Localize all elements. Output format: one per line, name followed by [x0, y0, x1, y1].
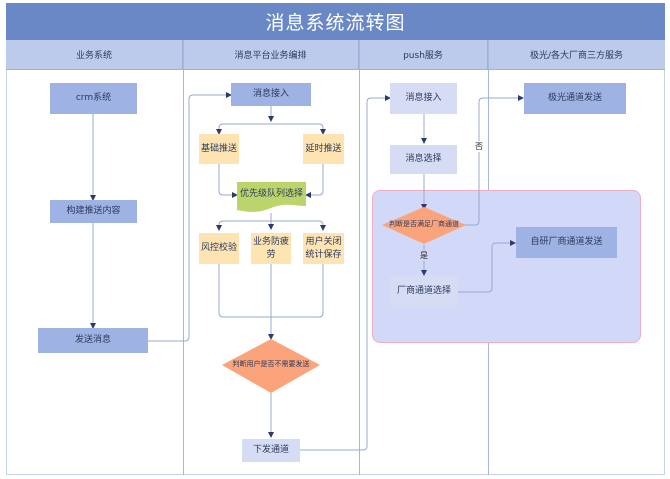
- lane-divider: [183, 40, 184, 475]
- node-user-close-stats[interactable]: 用户关闭统计保存: [303, 233, 344, 264]
- edge-ingest-to-basic: [216, 123, 271, 135]
- edge-judge-no-to-jpush: [465, 95, 524, 226]
- edge-delay-to-queue: [305, 164, 324, 198]
- decision-judge-vendor[interactable]: 判断是否满足厂商通道: [389, 220, 459, 229]
- edge-vendor-select-to-self-send: [458, 240, 516, 293]
- node-push-ingest[interactable]: 消息接入: [390, 83, 457, 114]
- lane-header-third-party: 极光/各大厂商三方服务: [488, 40, 665, 70]
- edge-send-to-ingest: [148, 92, 232, 342]
- node-jpush-channel-send[interactable]: 极光通道发送: [524, 83, 626, 114]
- lane-divider: [359, 40, 360, 475]
- lane-header-message-platform: 消息平台业务编排: [183, 40, 359, 70]
- edge-label-no: 否: [474, 141, 484, 152]
- node-basic-push[interactable]: 基础推送: [199, 134, 239, 164]
- edge-queue-to-risk: [216, 220, 271, 231]
- lane-header-business-system: 业务系统: [6, 40, 183, 70]
- node-risk-check[interactable]: 风控校验: [199, 233, 239, 264]
- node-anti-fatigue[interactable]: 业务防疲劳: [251, 233, 291, 264]
- node-message-select[interactable]: 消息选择: [390, 145, 457, 174]
- node-build-content[interactable]: 构建推送内容: [50, 200, 137, 223]
- node-priority-queue[interactable]: 优先级队列选择: [239, 188, 303, 199]
- edge-queue-to-fatigue: [271, 220, 326, 231]
- edge-label-yes: 是: [419, 250, 429, 261]
- node-vendor-channel-select[interactable]: 厂商通道选择: [390, 276, 458, 307]
- edge-risk-merge: [218, 264, 271, 318]
- node-dispatch-channel[interactable]: 下发通道: [242, 439, 300, 462]
- node-self-vendor-channel-send[interactable]: 自研厂商通道发送: [516, 227, 617, 258]
- decision-judge-vendor-shape: [382, 207, 466, 244]
- diagram-title: 消息系统流转图: [6, 3, 665, 40]
- edge-basic-to-queue: [218, 164, 238, 198]
- node-message-ingest[interactable]: 消息接入: [231, 83, 311, 106]
- node-send-message[interactable]: 发送消息: [38, 328, 148, 353]
- edge-ingest-to-delay: [271, 123, 326, 135]
- edge-stats-merge: [271, 264, 324, 318]
- priority-queue-document-shape: [237, 182, 306, 212]
- edge-dispatch-to-push-ingest: [300, 95, 391, 451]
- lane-header-push-service: push服务: [359, 40, 488, 70]
- node-delay-push[interactable]: 延时推送: [303, 134, 344, 164]
- decision-judge-user[interactable]: 判断用户是否不需要发送: [232, 360, 310, 369]
- decision-judge-user-shape: [222, 339, 320, 393]
- node-crm-system[interactable]: crm系统: [50, 83, 137, 114]
